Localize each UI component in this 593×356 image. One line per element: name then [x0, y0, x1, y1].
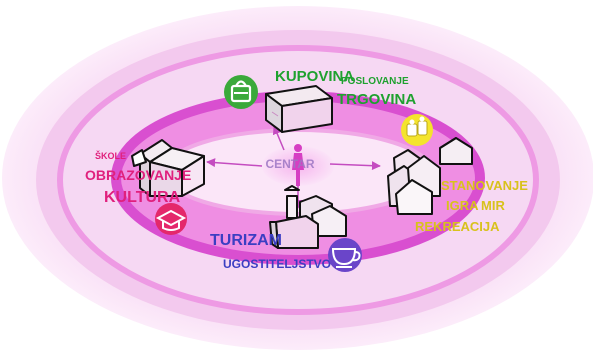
north-primary-label: KUPOVINA: [275, 68, 354, 85]
north-building: [265, 85, 333, 133]
north-tertiary-label: TRGOVINA: [337, 91, 416, 108]
cup-icon: [328, 238, 362, 272]
graduation-cap-icon: [155, 203, 187, 235]
east-secondary-label: IGRA: [446, 198, 479, 213]
arrow-north: [272, 125, 285, 151]
east-tertiary-label: MIR: [481, 198, 505, 213]
people-icon: [401, 114, 433, 146]
east-houses: [387, 137, 473, 215]
arrow-west: [206, 158, 263, 168]
west-small-label: ŠKOLE: [95, 150, 126, 161]
west-secondary-label: KULTURA: [104, 189, 181, 206]
east-quaternary-label: REKREACIJA: [415, 219, 500, 234]
west-building: [131, 139, 205, 197]
person-icon: [292, 144, 304, 186]
north-secondary-label: POSLOVANJE: [341, 76, 409, 87]
south-secondary-label: UGOSTITELJSTVO: [223, 257, 331, 271]
south-primary-label: TURIZAM: [210, 232, 282, 249]
center-label: CENTAR: [265, 157, 314, 171]
south-buildings: [269, 185, 347, 249]
shopping-bag-icon: [224, 75, 258, 109]
arrow-east: [329, 161, 381, 171]
east-primary-label: STANOVANJE: [441, 178, 528, 193]
west-primary-label: OBRAZOVANJE: [85, 167, 191, 183]
